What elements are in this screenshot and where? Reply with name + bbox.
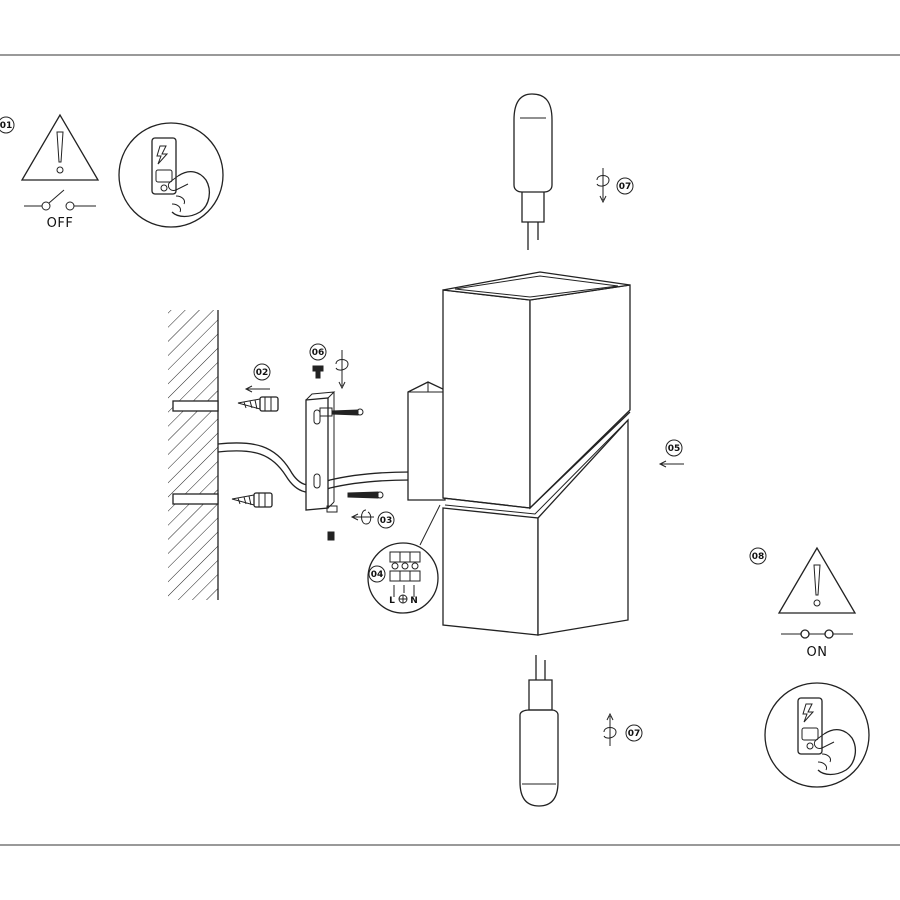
switch-off-icon bbox=[24, 189, 96, 211]
step-01-group: 01 OFF bbox=[0, 113, 224, 231]
step-06-number: 06 bbox=[312, 348, 325, 358]
step-02-number: 02 bbox=[256, 368, 269, 378]
earth-ground-icon bbox=[398, 594, 408, 604]
top-bulb-insert-arrow-icon bbox=[596, 168, 610, 204]
wall-plug-screw-lower-icon bbox=[231, 492, 273, 508]
arrow-left-icon bbox=[658, 460, 684, 468]
warning-triangle-icon bbox=[20, 113, 100, 181]
terminal-live-label: L bbox=[389, 596, 395, 606]
mounting-bracket bbox=[305, 391, 336, 511]
step-04-number: 04 bbox=[371, 570, 384, 580]
bottom-bulb-insert-arrow-icon bbox=[603, 712, 617, 746]
rotate-arrow-step-03-icon bbox=[350, 509, 374, 525]
bottom-g9-bulb-icon bbox=[519, 655, 559, 807]
terminal-neutral-label: N bbox=[410, 596, 418, 606]
bracket-screw-lower-icon bbox=[347, 491, 384, 499]
wall-plug-icon bbox=[172, 400, 219, 505]
step-07-top-number: 07 bbox=[619, 182, 632, 192]
terminal-leader-line bbox=[419, 504, 441, 546]
arrow-left-icon bbox=[244, 385, 270, 393]
switch-off-label: OFF bbox=[47, 216, 74, 231]
step-03-number: 03 bbox=[380, 516, 393, 526]
screw-rotate-arrow-icon bbox=[335, 350, 349, 390]
step-05-number: 05 bbox=[668, 444, 681, 454]
switch-on-icon bbox=[781, 629, 853, 639]
bracket-screw-upper-icon bbox=[319, 407, 364, 417]
wall-plug-screw-upper-icon bbox=[237, 396, 279, 412]
grub-screw-icon bbox=[312, 365, 324, 379]
wall-lamp-body bbox=[407, 271, 631, 636]
step-08-number: 08 bbox=[752, 552, 765, 562]
top-g9-bulb-icon bbox=[513, 93, 553, 250]
warning-triangle-icon bbox=[777, 546, 857, 614]
mains-cable bbox=[217, 442, 411, 486]
step-08-group: 08 ON bbox=[749, 546, 870, 788]
switch-on-label: ON bbox=[807, 645, 828, 660]
power-breaker-hand-icon bbox=[764, 682, 870, 788]
step-07-bottom-number: 07 bbox=[628, 729, 641, 739]
nut-icon bbox=[326, 505, 338, 541]
wall-section bbox=[168, 310, 219, 600]
step-01-number: 01 bbox=[0, 121, 12, 131]
power-breaker-hand-icon bbox=[118, 122, 224, 228]
terminal-block-detail bbox=[367, 542, 439, 614]
